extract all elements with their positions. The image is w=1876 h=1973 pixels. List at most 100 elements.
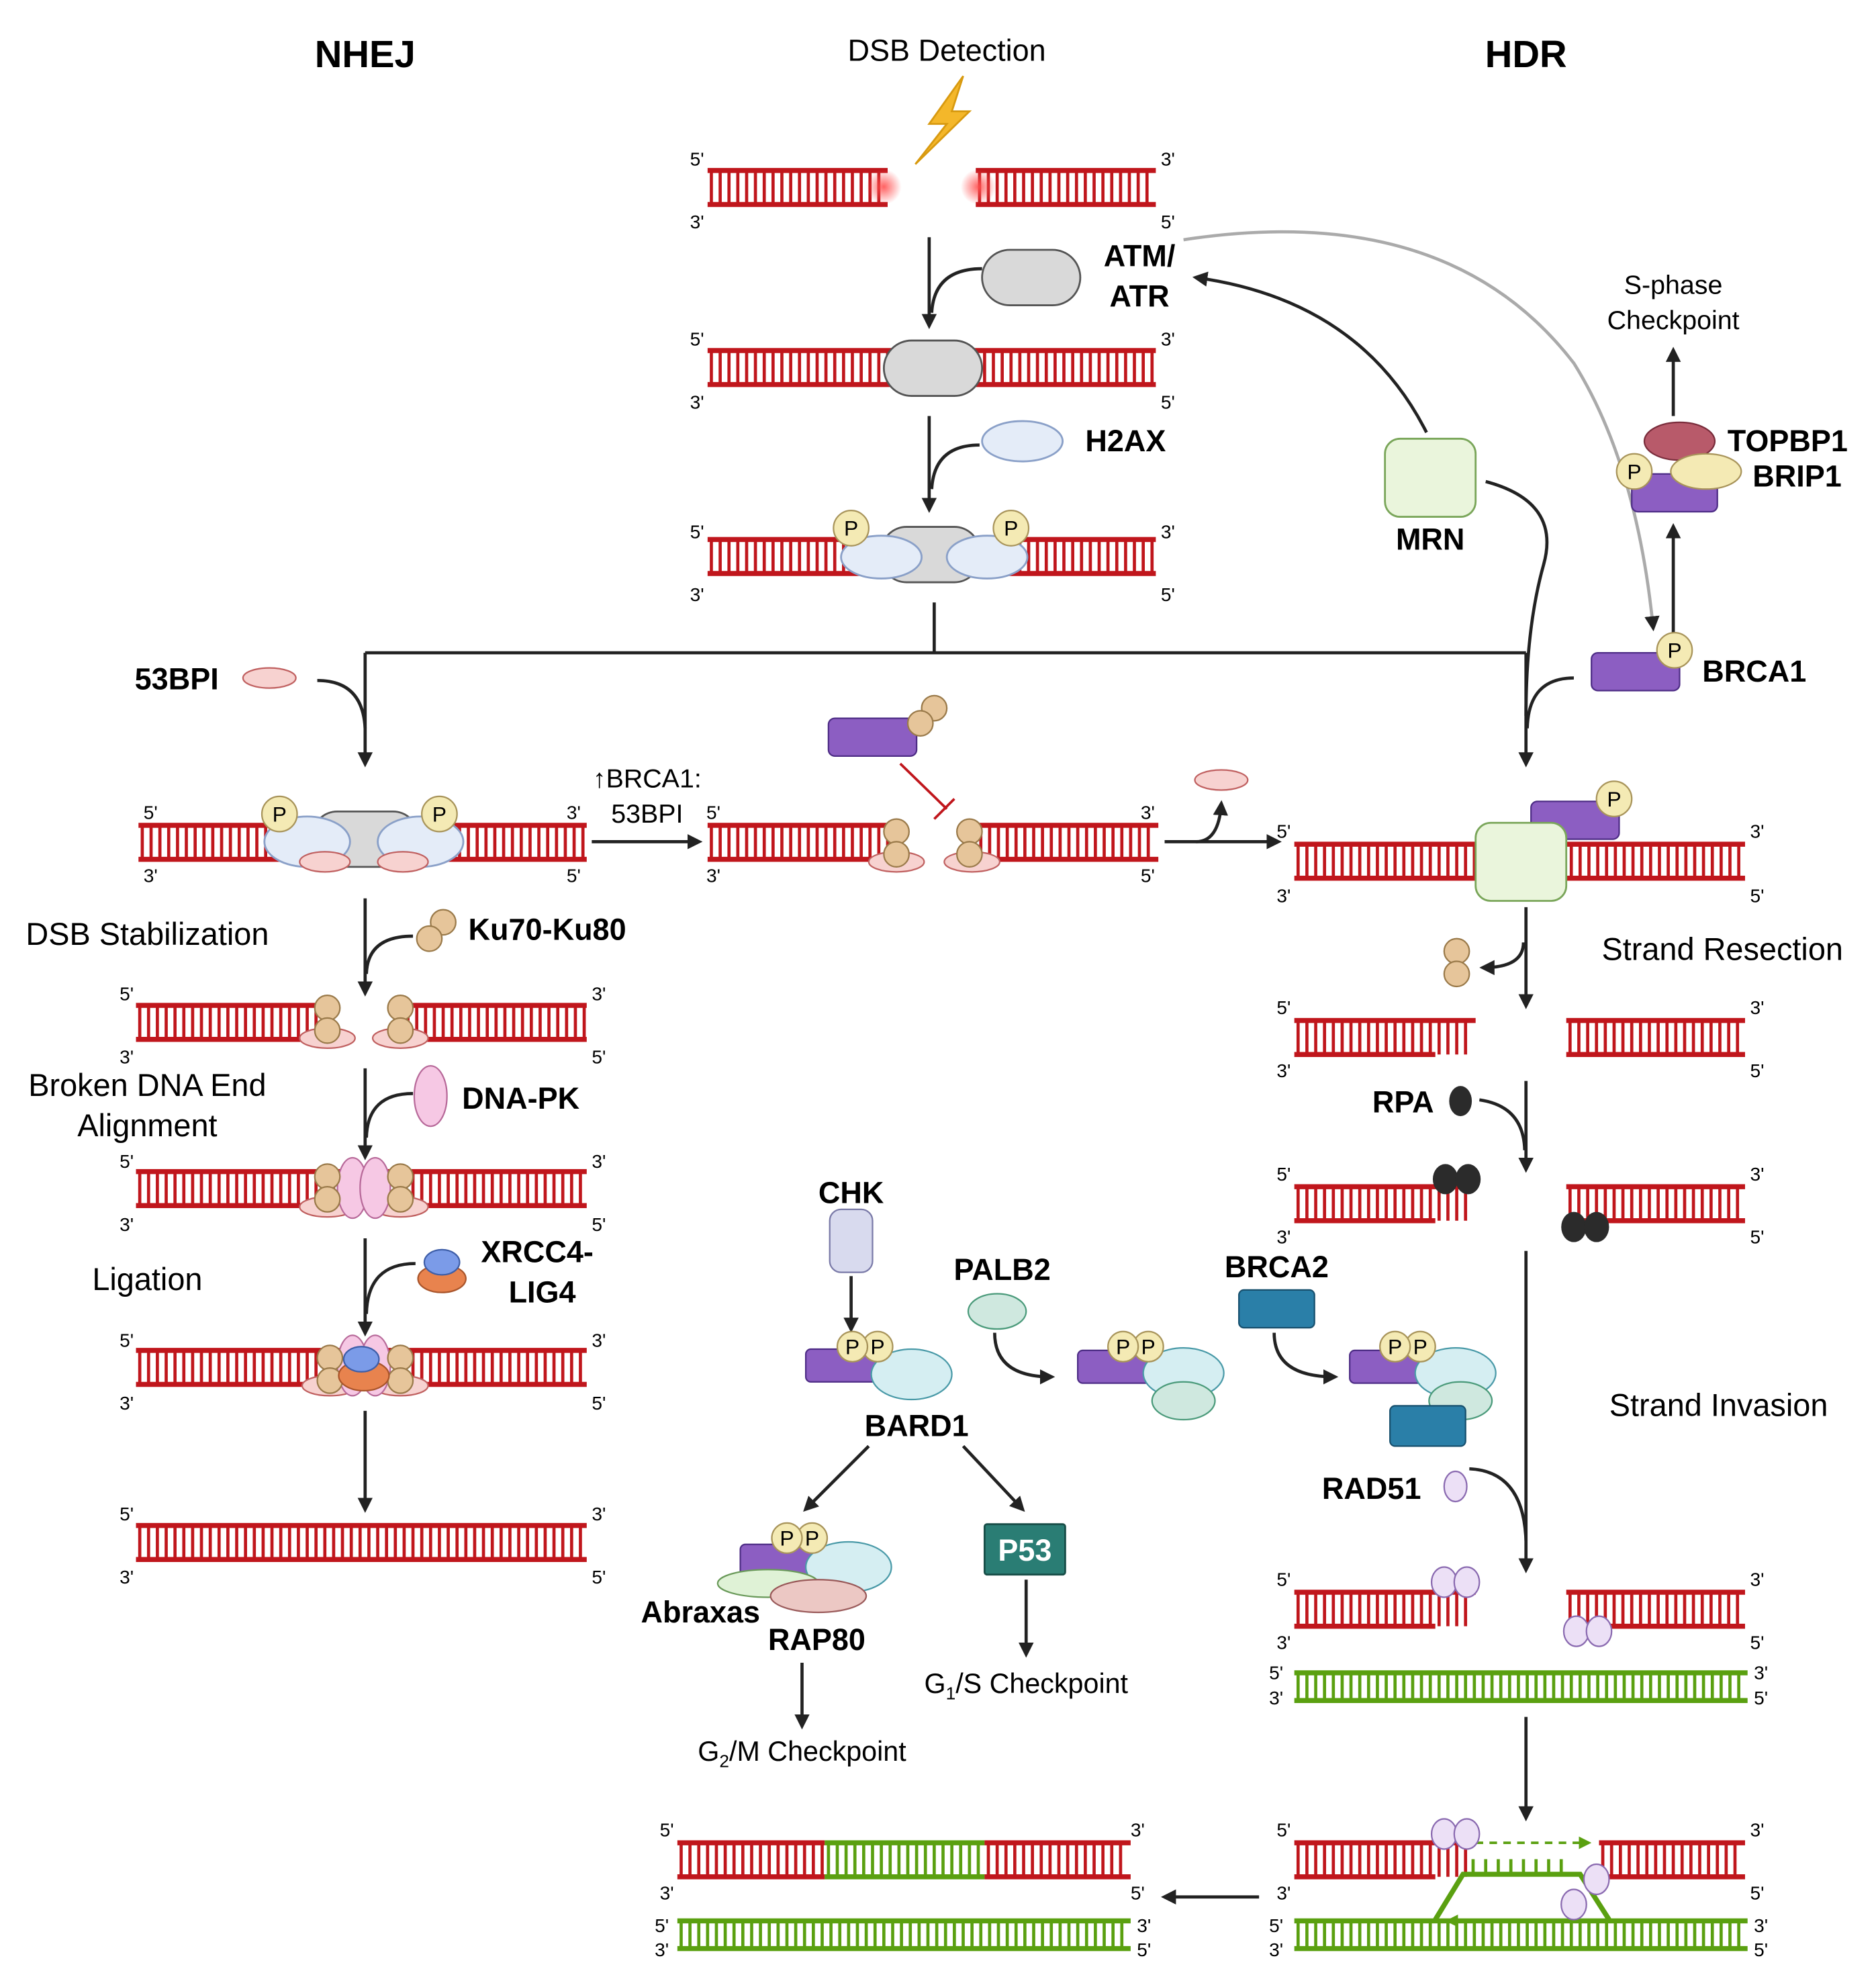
strand-invasion-label: Strand Invasion bbox=[1609, 1387, 1828, 1422]
rpa-bound bbox=[1432, 1164, 1609, 1242]
dna-final-green bbox=[677, 1918, 1131, 1952]
broken-end-alignment-label-2: Alignment bbox=[77, 1108, 217, 1143]
dna-pk-bound bbox=[299, 1156, 429, 1220]
dna-resected-left bbox=[1294, 1017, 1476, 1058]
svg-text:5': 5' bbox=[592, 1393, 606, 1414]
svg-text:5': 5' bbox=[1269, 1662, 1283, 1683]
atm-complex-free bbox=[981, 248, 1082, 306]
svg-text:5': 5' bbox=[592, 1214, 606, 1235]
ligation-complex bbox=[301, 1334, 429, 1397]
svg-text:5': 5' bbox=[690, 521, 704, 542]
dna-final-red-left bbox=[677, 1840, 825, 1880]
ligation-label: Ligation bbox=[92, 1262, 202, 1297]
dna-pk-free bbox=[413, 1065, 448, 1128]
svg-text:5': 5' bbox=[567, 865, 581, 886]
svg-text:3': 3' bbox=[1269, 1939, 1283, 1960]
svg-text:5': 5' bbox=[1750, 885, 1764, 906]
dna-invasion-right bbox=[1599, 1840, 1745, 1880]
svg-text:5': 5' bbox=[120, 984, 134, 1005]
svg-text:5': 5' bbox=[1276, 821, 1291, 842]
svg-text:3': 3' bbox=[1269, 1688, 1283, 1708]
svg-text:3': 3' bbox=[1276, 1632, 1291, 1653]
phospho-badge: P bbox=[836, 1330, 869, 1363]
svg-text:P: P bbox=[1667, 639, 1681, 663]
svg-text:5': 5' bbox=[1137, 1939, 1151, 1960]
svg-text:3': 3' bbox=[706, 865, 720, 886]
svg-text:P: P bbox=[870, 1335, 884, 1359]
dsb-detection-header: DSB Detection bbox=[848, 34, 1046, 68]
brca1-label: BRCA1 bbox=[1702, 654, 1806, 688]
svg-text:P: P bbox=[1388, 1335, 1402, 1359]
svg-text:5': 5' bbox=[1750, 1060, 1764, 1081]
svg-text:3': 3' bbox=[120, 1393, 134, 1414]
svg-text:3': 3' bbox=[660, 1882, 674, 1903]
brca1-palb2-brca2-complex bbox=[1349, 1347, 1497, 1447]
brca2-free bbox=[1238, 1289, 1315, 1329]
svg-text:3': 3' bbox=[655, 1939, 669, 1960]
rad51-label: RAD51 bbox=[1322, 1471, 1421, 1506]
abraxas-rap80-complex bbox=[716, 1541, 892, 1614]
svg-text:5': 5' bbox=[1754, 1939, 1768, 1960]
brca2-label: BRCA2 bbox=[1225, 1250, 1329, 1284]
svg-text:3': 3' bbox=[1754, 1662, 1768, 1683]
brca1-protein bbox=[1591, 651, 1681, 692]
svg-text:3': 3' bbox=[120, 1567, 134, 1588]
svg-text:5': 5' bbox=[1269, 1915, 1283, 1936]
svg-text:P: P bbox=[844, 516, 858, 541]
svg-text:5': 5' bbox=[1750, 1632, 1764, 1653]
phospho-badge: P bbox=[861, 1330, 894, 1363]
svg-text:5': 5' bbox=[1276, 1164, 1291, 1185]
dna-pk-label: DNA-PK bbox=[462, 1081, 579, 1115]
svg-text:5': 5' bbox=[144, 802, 158, 823]
svg-text:5': 5' bbox=[120, 1330, 134, 1350]
svg-text:5': 5' bbox=[1750, 1227, 1764, 1248]
dna-final-red-right bbox=[984, 1840, 1131, 1880]
svg-text:P: P bbox=[1413, 1335, 1427, 1359]
rpa-label: RPA bbox=[1372, 1085, 1434, 1119]
svg-text:3': 3' bbox=[1131, 1820, 1145, 1841]
phospho-badge: P bbox=[1404, 1330, 1436, 1363]
rap80-label: RAP80 bbox=[768, 1622, 865, 1657]
hdr-header: HDR bbox=[1485, 33, 1567, 75]
abraxas-label: Abraxas bbox=[641, 1595, 760, 1629]
svg-text:5': 5' bbox=[1161, 212, 1175, 232]
dna-invasion-template bbox=[1294, 1918, 1748, 1952]
d-loop bbox=[1430, 1818, 1611, 1927]
svg-text:5': 5' bbox=[1754, 1688, 1768, 1708]
h2ax-phospho-complex bbox=[840, 526, 1029, 584]
phospho-badge: P bbox=[1379, 1330, 1411, 1363]
svg-text:5': 5' bbox=[1161, 392, 1175, 412]
svg-text:P: P bbox=[805, 1526, 819, 1551]
ratio-ku-bound bbox=[867, 818, 1001, 873]
svg-text:5': 5' bbox=[1276, 1569, 1291, 1590]
dna-ratio-right bbox=[977, 823, 1159, 862]
svg-text:3': 3' bbox=[690, 584, 704, 605]
atm-atr-label: ATM/ bbox=[1104, 238, 1176, 273]
inhibition-line bbox=[899, 762, 955, 820]
svg-text:P: P bbox=[1141, 1335, 1156, 1359]
brca1-53bp1-ratio-label-2: 53BPI bbox=[611, 799, 683, 829]
phospho-badge: P bbox=[1595, 780, 1633, 817]
rpa-free bbox=[1449, 1086, 1472, 1117]
mrn-label: MRN bbox=[1396, 522, 1464, 556]
svg-text:5': 5' bbox=[1131, 1882, 1145, 1903]
svg-text:3': 3' bbox=[1276, 1882, 1291, 1903]
dna-broken-right bbox=[976, 168, 1156, 208]
svg-text:P: P bbox=[780, 1526, 794, 1551]
lig4-label: LIG4 bbox=[509, 1275, 576, 1310]
svg-text:5': 5' bbox=[592, 1046, 606, 1067]
atm-atr-label-2: ATR bbox=[1109, 279, 1169, 313]
svg-text:5': 5' bbox=[1276, 1820, 1291, 1841]
xrcc4-label: XRCC4- bbox=[481, 1235, 594, 1269]
svg-text:3': 3' bbox=[690, 212, 704, 232]
svg-text:3': 3' bbox=[1161, 148, 1175, 169]
topbp1-brip1-complex bbox=[1631, 421, 1742, 513]
svg-text:5': 5' bbox=[1750, 1882, 1764, 1903]
phospho-badge: P bbox=[1615, 453, 1653, 490]
phospho-badge: P bbox=[992, 510, 1030, 547]
svg-text:3': 3' bbox=[1161, 521, 1175, 542]
hdr-mrn-brca1-complex bbox=[1474, 800, 1620, 902]
svg-text:5': 5' bbox=[120, 1151, 134, 1172]
svg-text:3': 3' bbox=[144, 865, 158, 886]
